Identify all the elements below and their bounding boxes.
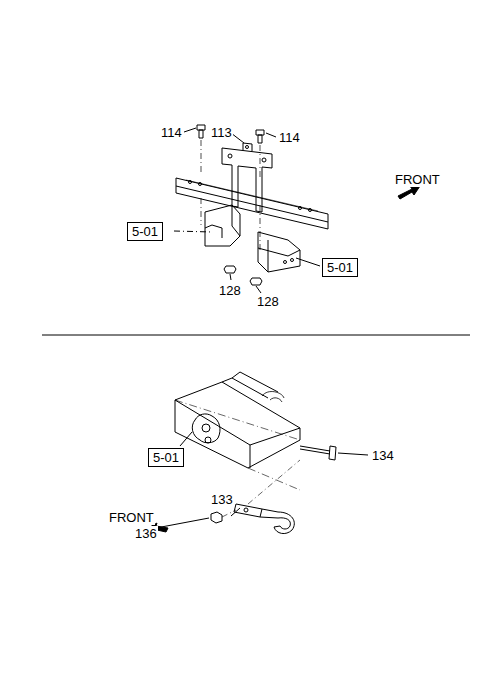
bracket (258, 232, 300, 272)
reference-text: 5-01 (153, 450, 179, 465)
nut (211, 512, 222, 523)
center-line (201, 140, 260, 250)
leader-line (156, 432, 368, 528)
cross-rail (176, 178, 328, 229)
reference-box: 5-01 (148, 448, 184, 467)
callout-number: 113 (210, 125, 233, 140)
callout-number: 134 (371, 448, 395, 463)
front-arrow (398, 186, 420, 199)
reference-box: 5-01 (322, 258, 358, 277)
bolt (300, 446, 336, 460)
center-line (222, 460, 300, 517)
divider-line (42, 335, 470, 336)
direction-label: FRONT (394, 172, 441, 187)
callout-number: 114 (278, 130, 301, 145)
direction-label: FRONT (108, 510, 155, 525)
bolt (197, 125, 264, 143)
callout-number: 128 (256, 294, 280, 309)
reference-text: 5-01 (327, 260, 353, 275)
reference-box: 5-01 (127, 222, 163, 241)
callout-number: 128 (218, 283, 242, 298)
callout-number: 114 (160, 125, 183, 140)
reference-text: 5-01 (132, 224, 158, 239)
bracket (205, 205, 240, 246)
leader-line (174, 128, 320, 293)
callout-number: 133 (210, 492, 234, 507)
tow-hook (234, 504, 294, 534)
callout-number: 136 (134, 526, 158, 541)
frame-rail (175, 372, 300, 490)
mount-plate (222, 143, 272, 212)
